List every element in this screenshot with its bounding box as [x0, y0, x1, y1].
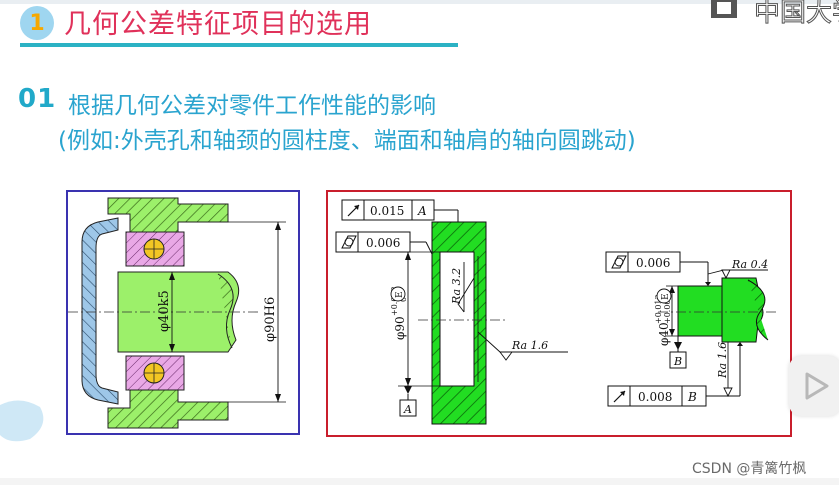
- ra-shoulder-label: Ra 0.4: [731, 258, 768, 271]
- datum-a-left: A: [403, 403, 412, 416]
- section-number: 01: [18, 84, 57, 114]
- runout-fcf-bottom: 0.008 B: [607, 342, 743, 407]
- title-number-badge: 1: [20, 6, 54, 40]
- datum-b-right: B: [673, 355, 682, 368]
- shaft-dimension-label: φ40k5: [157, 290, 172, 332]
- runout-top-value: 0.015: [370, 204, 404, 218]
- bearing-assembly-drawing: φ40k5 φ90H6: [68, 197, 286, 429]
- tolerance-drawing-figure: 0.015 A 0.006: [326, 190, 792, 437]
- shaft-dim-upper: +0.013: [654, 294, 663, 324]
- logo-icon: [711, 0, 737, 18]
- decorative-shape: [0, 400, 44, 442]
- runout-top-datum: A: [417, 204, 427, 218]
- runout-fcf-top: 0.015 A: [341, 199, 459, 222]
- shaft-dim-main: φ40: [657, 322, 671, 346]
- hole-dim-lower: 0: [399, 297, 408, 302]
- runout-bottom-datum: B: [687, 390, 697, 404]
- section-subtitle: (例如:外壳孔和轴颈的圆柱度、端面和轴肩的轴向圆跳动): [58, 128, 636, 154]
- hole-envelope: E: [395, 291, 405, 298]
- cylindricity-fcf-right: 0.006: [605, 251, 711, 286]
- title-number: 1: [29, 10, 45, 36]
- logo-text: 中国大学: [753, 0, 839, 29]
- watermark-text: CSDN @青篱竹枫: [692, 461, 807, 477]
- ra-hole-label: Ra 1.6: [511, 339, 548, 352]
- top-strip: [0, 0, 839, 4]
- tolerance-drawing: 0.015 A 0.006: [335, 199, 778, 425]
- shaft-part: [658, 277, 778, 343]
- ra-shaft-label: Ra 1.6: [716, 342, 729, 379]
- hole-dim-upper: +0.022: [390, 286, 399, 316]
- cylindricity-fcf-left: 0.006: [335, 231, 437, 263]
- ra-face-label: Ra 3.2: [450, 268, 463, 305]
- slide-title: 几何公差特征项目的选用: [64, 9, 372, 40]
- cyl-right-value: 0.006: [636, 256, 670, 270]
- runout-bottom-value: 0.008: [638, 390, 672, 404]
- bearing-assembly-figure: φ40k5 φ90H6: [66, 190, 300, 435]
- cyl-left-value: 0.006: [366, 236, 400, 250]
- title-underline: [20, 43, 458, 47]
- play-icon: [805, 372, 829, 400]
- section-title: 根据几何公差对零件工作性能的影响: [68, 93, 436, 119]
- hole-dimension-label: φ90H6: [263, 297, 278, 342]
- video-control-button[interactable]: [789, 356, 839, 416]
- shaft-envelope: E: [661, 293, 671, 300]
- bottom-strip: [0, 478, 839, 485]
- hole-dim-main: φ90: [393, 316, 407, 340]
- shaft-dim-lower: +0.002: [663, 294, 672, 324]
